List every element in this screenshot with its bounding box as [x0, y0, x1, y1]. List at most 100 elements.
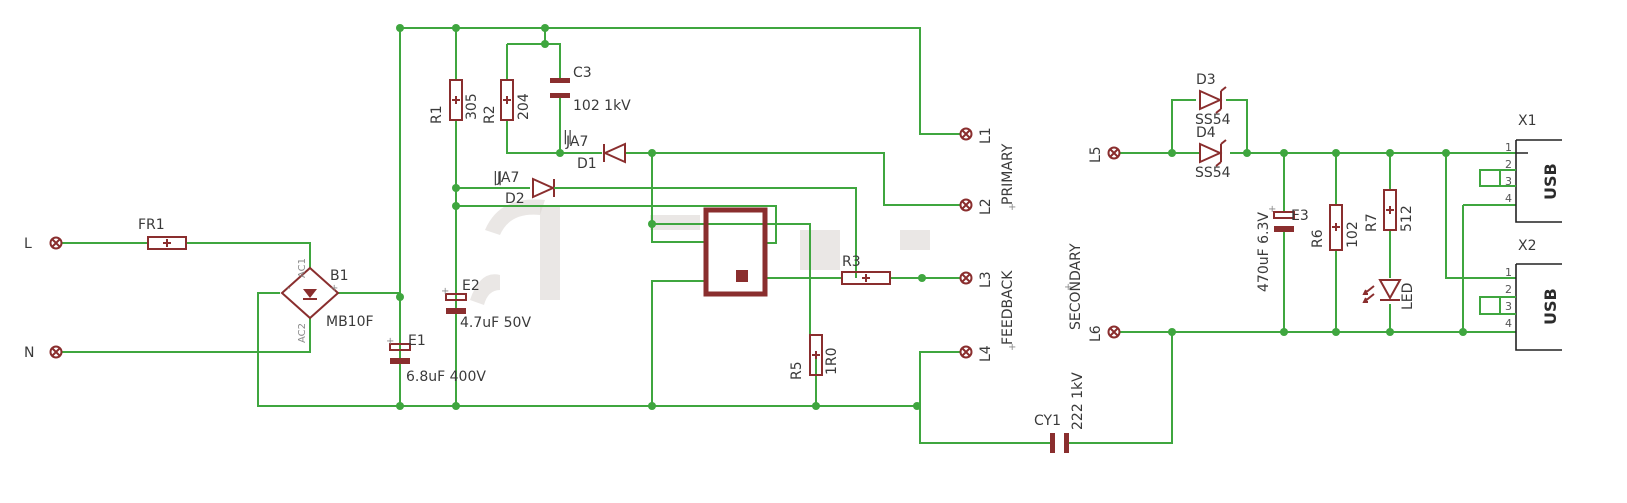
terminal-n-label: N [24, 345, 34, 361]
r1-value: 305 [464, 93, 480, 120]
svg-text:+: + [1008, 342, 1016, 353]
usb-connector-x2[interactable]: USB X2 1 2 3 4 [1500, 238, 1562, 351]
svg-text:+: + [386, 336, 394, 347]
capacitor-c3[interactable]: C3 102 1kV [550, 65, 631, 114]
led[interactable]: LED [1362, 279, 1416, 310]
diode-d1[interactable]: JA7 || D1 [563, 129, 626, 172]
terminal-l1[interactable]: L1 [959, 127, 995, 144]
x1-label: X1 [1518, 113, 1537, 129]
r2-value: 204 [516, 93, 532, 120]
capacitor-cy1[interactable]: CY1 222 1kV [1034, 372, 1086, 453]
r7-value: 512 [1399, 205, 1415, 232]
r3-label: R3 [842, 254, 861, 270]
terminal-l6[interactable]: L6 [1088, 325, 1121, 342]
r1-label: R1 [429, 105, 445, 124]
r6-value: 102 [1345, 221, 1361, 248]
usb-connector-x1[interactable]: USB X1 1 2 3 4 [1500, 113, 1562, 223]
b1-ac2-label: AC2 [297, 323, 308, 343]
resistor-r1[interactable]: R1 305 [429, 79, 480, 124]
svg-text:+: + [1008, 202, 1016, 213]
terminal-l[interactable]: L [24, 236, 63, 252]
d4-value: SS54 [1195, 165, 1231, 181]
r5-value: 1R0 [824, 347, 840, 375]
diode-d4[interactable]: D4 SS54 [1195, 125, 1231, 181]
b1-ac1-label: AC1 [297, 258, 308, 278]
terminal-l3[interactable]: L3 [959, 271, 995, 288]
d3-value: SS54 [1195, 112, 1231, 128]
svg-text:2: 2 [1505, 283, 1512, 296]
svg-text:||: || [493, 170, 502, 186]
r6-label: R6 [1310, 229, 1326, 248]
d4-label: D4 [1196, 125, 1216, 141]
terminal-l4-label: L4 [978, 345, 994, 362]
terminal-l6-label: L6 [1088, 325, 1104, 342]
svg-text:+: + [441, 286, 449, 297]
capacitor-e2[interactable]: + E2 4.7uF 50V [441, 278, 531, 331]
svg-text:+: + [1064, 282, 1072, 293]
wires [62, 27, 1516, 444]
resistor-r6[interactable]: R6 102 [1310, 204, 1361, 251]
resistor-r2[interactable]: R2 204 [482, 79, 532, 124]
x1-usb-label: USB [1541, 163, 1560, 200]
x2-usb-label: USB [1541, 288, 1560, 325]
capacitor-e3[interactable]: + E3 470uF 6.3V [1256, 204, 1309, 292]
svg-text:3: 3 [1505, 175, 1512, 188]
svg-text:+: + [1268, 204, 1276, 215]
terminal-l5-label: L5 [1088, 146, 1104, 163]
svg-text:-: - [287, 283, 291, 294]
d1-label: D1 [577, 156, 597, 172]
d2-value: JA7 [496, 170, 519, 186]
svg-text:1: 1 [1505, 141, 1512, 154]
e2-label: E2 [462, 278, 480, 294]
r2-label: R2 [482, 105, 498, 124]
watermark [470, 199, 930, 305]
transformer-ic[interactable] [703, 207, 768, 297]
cy1-value: 222 1kV [1070, 372, 1086, 430]
e3-label: E3 [1291, 208, 1309, 224]
terminal-l4[interactable]: L4 [959, 345, 995, 362]
cy1-label: CY1 [1034, 413, 1061, 429]
resistor-r3[interactable]: R3 [841, 254, 891, 285]
svg-text:4: 4 [1505, 192, 1512, 205]
bridge-rectifier-b1[interactable]: - + AC1 AC2 B1 MB10F [280, 258, 374, 343]
terminal-l2[interactable]: L2 [959, 198, 995, 215]
section-secondary-label: SECONDARY [1068, 243, 1084, 330]
svg-text:2: 2 [1505, 158, 1512, 171]
terminal-l2-label: L2 [978, 198, 994, 215]
resistor-r7[interactable]: R7 512 [1364, 189, 1415, 232]
x2-label: X2 [1518, 238, 1537, 254]
d1-value: JA7 [565, 134, 588, 150]
svg-text:4: 4 [1505, 317, 1512, 330]
terminal-l-label: L [24, 236, 32, 252]
e3-value: 470uF 6.3V [1256, 212, 1272, 292]
e1-value: 6.8uF 400V [406, 369, 486, 385]
svg-text:1: 1 [1505, 266, 1512, 279]
section-feedback-label: FEEDBACK [1000, 270, 1016, 345]
c3-label: C3 [573, 65, 592, 81]
resistor-r5[interactable]: R5 1R0 [789, 334, 840, 380]
b1-value: MB10F [326, 314, 374, 330]
c3-value: 102 1kV [573, 98, 631, 114]
e1-label: E1 [408, 333, 426, 349]
section-primary-label: PRIMARY [1000, 143, 1016, 205]
d3-label: D3 [1196, 72, 1216, 88]
svg-text:+: + [330, 283, 338, 294]
d2-label: D2 [505, 191, 525, 207]
terminal-l5[interactable]: L5 [1088, 146, 1121, 163]
svg-text:||: || [563, 129, 572, 145]
svg-text:3: 3 [1505, 300, 1512, 313]
fuse-resistor-fr1[interactable]: FR1 [138, 217, 187, 250]
fr1-label: FR1 [138, 217, 165, 233]
terminal-n[interactable]: N [24, 345, 63, 361]
led-label: LED [1400, 283, 1416, 310]
diode-d3[interactable]: D3 SS54 [1195, 72, 1231, 128]
r7-label: R7 [1364, 213, 1380, 232]
b1-label: B1 [330, 268, 349, 284]
r5-label: R5 [789, 361, 805, 380]
terminal-l1-label: L1 [978, 127, 994, 144]
terminal-l3-label: L3 [978, 271, 994, 288]
diode-d2[interactable]: JA7 || D2 [493, 170, 577, 207]
e2-value: 4.7uF 50V [460, 315, 531, 331]
capacitor-e1[interactable]: + E1 6.8uF 400V [386, 297, 486, 406]
